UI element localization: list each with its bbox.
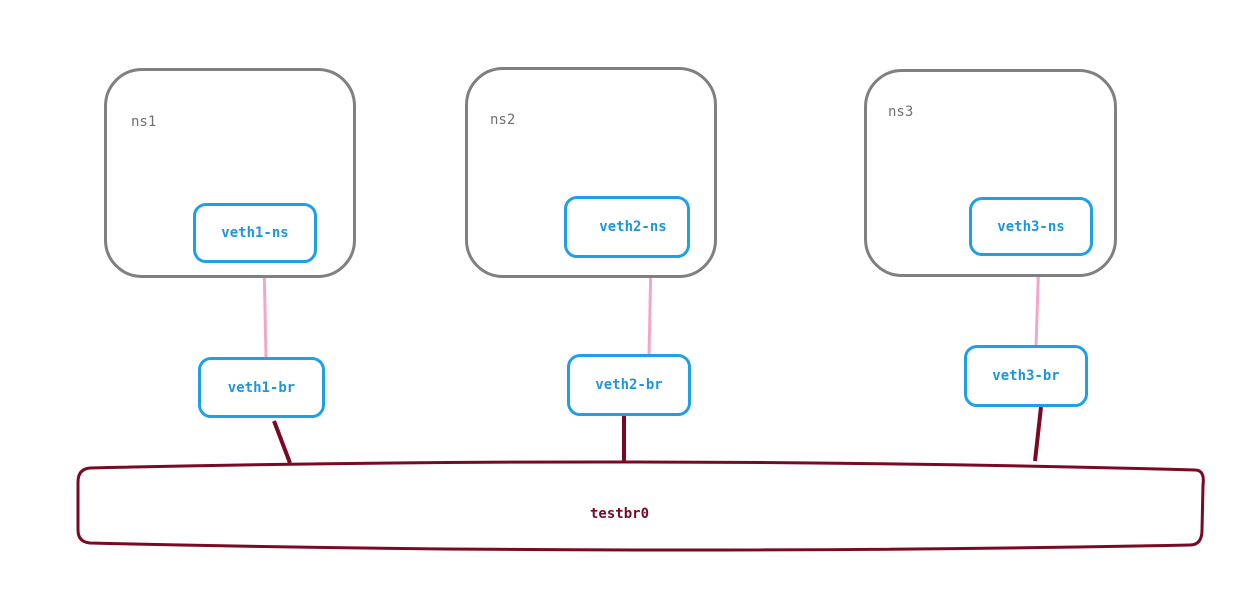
veth-br-box-3: veth3-br (964, 345, 1088, 407)
namespace-label-ns2: ns2 (490, 112, 516, 128)
veth-br-label-3: veth3-br (992, 368, 1060, 384)
veth-br-label-1: veth1-br (227, 379, 296, 396)
veth-br-box-1: veth1-br (198, 357, 325, 418)
veth-br-label-2: veth2-br (595, 377, 663, 393)
veth-ns-box-1: veth1-ns (193, 203, 317, 263)
bridge-link-1 (272, 420, 292, 464)
bridge-label: testbr0 (590, 506, 650, 522)
namespace-label-ns3: ns3 (888, 104, 914, 120)
veth-br-box-2: veth2-br (567, 354, 691, 416)
bridge-shape (76, 460, 1205, 552)
veth-ns-label-1: veth1-ns (221, 225, 289, 241)
veth-ns-label-2: veth2-ns (599, 219, 667, 235)
namespace-label-ns1: ns1 (131, 114, 157, 130)
veth-ns-box-3: veth3-ns (969, 197, 1093, 256)
veth-ns-label-3: veth3-ns (997, 218, 1065, 235)
bridge-link-3 (1033, 406, 1043, 462)
veth-ns-box-2: veth2-ns (564, 196, 690, 258)
